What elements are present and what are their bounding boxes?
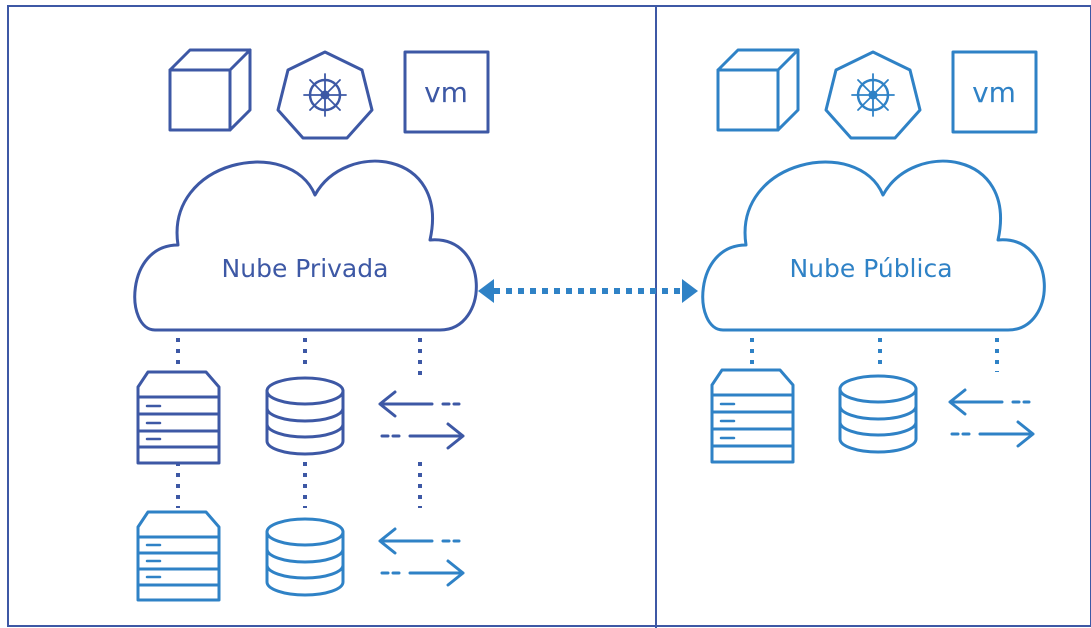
network-arrows-icon <box>378 390 465 450</box>
vm-icon: vm <box>403 50 490 134</box>
vm-label: vm <box>424 76 468 109</box>
vm-label: vm <box>972 76 1016 109</box>
public-panel: vm Nube Pública <box>701 48 1046 464</box>
cube-icon <box>716 48 800 132</box>
private-cloud-label: Nube Privada <box>222 254 389 283</box>
network-arrows-icon <box>378 527 465 587</box>
private-cloud: Nube Privada <box>133 159 478 332</box>
server-icon <box>136 510 221 602</box>
server-icon <box>710 368 795 464</box>
private-connectors <box>176 338 422 508</box>
vm-icon: vm <box>951 50 1038 134</box>
cube-icon <box>168 48 252 132</box>
network-arrows-icon <box>948 388 1035 448</box>
public-cloud-label: Nube Pública <box>789 254 952 283</box>
server-icon <box>136 370 221 465</box>
kubernetes-icon <box>276 50 374 140</box>
diagram-border <box>7 5 1091 627</box>
public-cloud: Nube Pública <box>701 159 1046 332</box>
cloud-connection <box>478 279 698 303</box>
database-icon <box>838 374 918 454</box>
database-icon <box>265 517 345 597</box>
database-icon <box>265 376 345 456</box>
private-panel: vm Nube Privada <box>133 48 490 602</box>
kubernetes-icon <box>824 50 922 140</box>
public-connectors <box>750 338 999 372</box>
